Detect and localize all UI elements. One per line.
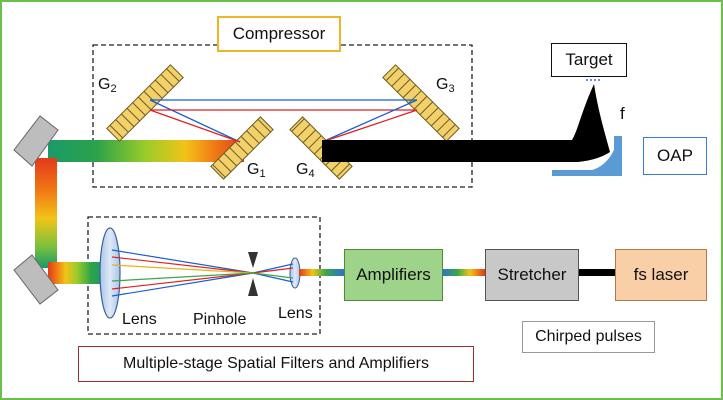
oap-mirror (552, 136, 622, 176)
spatial-filter-rays (111, 249, 294, 297)
grating-g2 (106, 64, 184, 142)
fs-laser-box: fs laser (615, 249, 707, 301)
g4-label: G4 (296, 161, 315, 180)
mirror-top (13, 115, 59, 167)
spatial-filters-label: Multiple-stage Spatial Filters and Ampli… (78, 346, 474, 382)
chirped-pulses-label: Chirped pulses (522, 321, 655, 353)
beam-from-laser (578, 269, 615, 276)
lens-left (99, 227, 121, 319)
compressor-rays (149, 99, 418, 143)
g4-subscript: 4 (308, 168, 315, 180)
mirror-bottom (13, 254, 59, 305)
grating-g1 (210, 116, 274, 180)
target-label: Target (551, 43, 627, 77)
input-beam-top (48, 140, 244, 162)
pinhole-label: Pinhole (193, 311, 247, 328)
g3-label: G3 (436, 76, 455, 95)
compressor-label: Compressor (217, 16, 341, 52)
compressed-beam (322, 140, 582, 162)
g2-subscript: 2 (110, 83, 117, 95)
beam-to-amplifiers (299, 269, 344, 276)
g1-label: G1 (247, 161, 266, 180)
g2-label: G2 (98, 76, 117, 95)
beam-to-mirror-bottom (48, 262, 106, 284)
focal-length-label: f (620, 104, 625, 123)
lens-right-label: Lens (278, 305, 313, 322)
oap-label: OAP (643, 137, 707, 175)
g1-subscript: 1 (259, 168, 266, 180)
g3-letter: G (436, 76, 449, 93)
compressor-region (92, 44, 473, 188)
lens-left-label: Lens (122, 311, 157, 328)
lens-right (289, 257, 301, 289)
pinhole (248, 252, 258, 296)
g1-letter: G (247, 161, 260, 178)
beam-to-stretcher (442, 269, 485, 276)
amplifiers-box: Amplifiers (344, 249, 443, 301)
focus-cone (572, 84, 610, 162)
g2-letter: G (98, 76, 111, 93)
g3-subscript: 3 (448, 83, 455, 95)
vertical-beam (35, 158, 57, 268)
g4-letter: G (296, 161, 309, 178)
stretcher-box: Stretcher (485, 249, 579, 301)
